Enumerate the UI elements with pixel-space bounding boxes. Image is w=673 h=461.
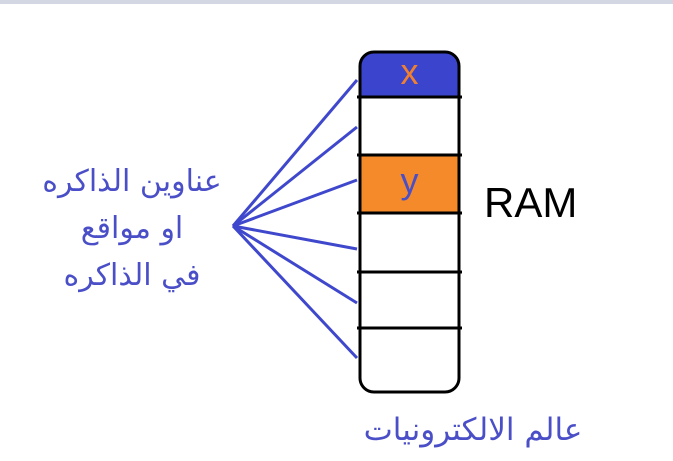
- memory-cell-value: x: [400, 50, 419, 92]
- memory-cell-value: y: [400, 160, 419, 201]
- address-pointer-line: [231, 224, 359, 360]
- address-pointer-line: [232, 224, 358, 251]
- caption-text: عالم الالكترونيات: [363, 412, 583, 448]
- memory-cell-fill: [360, 155, 459, 213]
- ram-outline: [358, 50, 461, 394]
- address-pointer-lines: [231, 79, 359, 360]
- address-pointer-line: [232, 224, 358, 305]
- address-pointer-line: [232, 125, 358, 228]
- top-divider: [0, 0, 673, 4]
- address-label-line: عناوين الذاكره: [42, 164, 222, 199]
- address-label-line: او مواقع: [80, 211, 184, 246]
- memory-cells: [357, 52, 462, 330]
- ram-label: RAM: [484, 179, 578, 226]
- memory-cell-fill: [360, 52, 459, 97]
- memory-address-label: عناوين الذاكره او مواقع في الذاكره: [14, 158, 250, 299]
- address-label-line: في الذاكره: [63, 258, 201, 293]
- address-pointer-line: [232, 178, 358, 228]
- address-pointer-line: [231, 79, 359, 227]
